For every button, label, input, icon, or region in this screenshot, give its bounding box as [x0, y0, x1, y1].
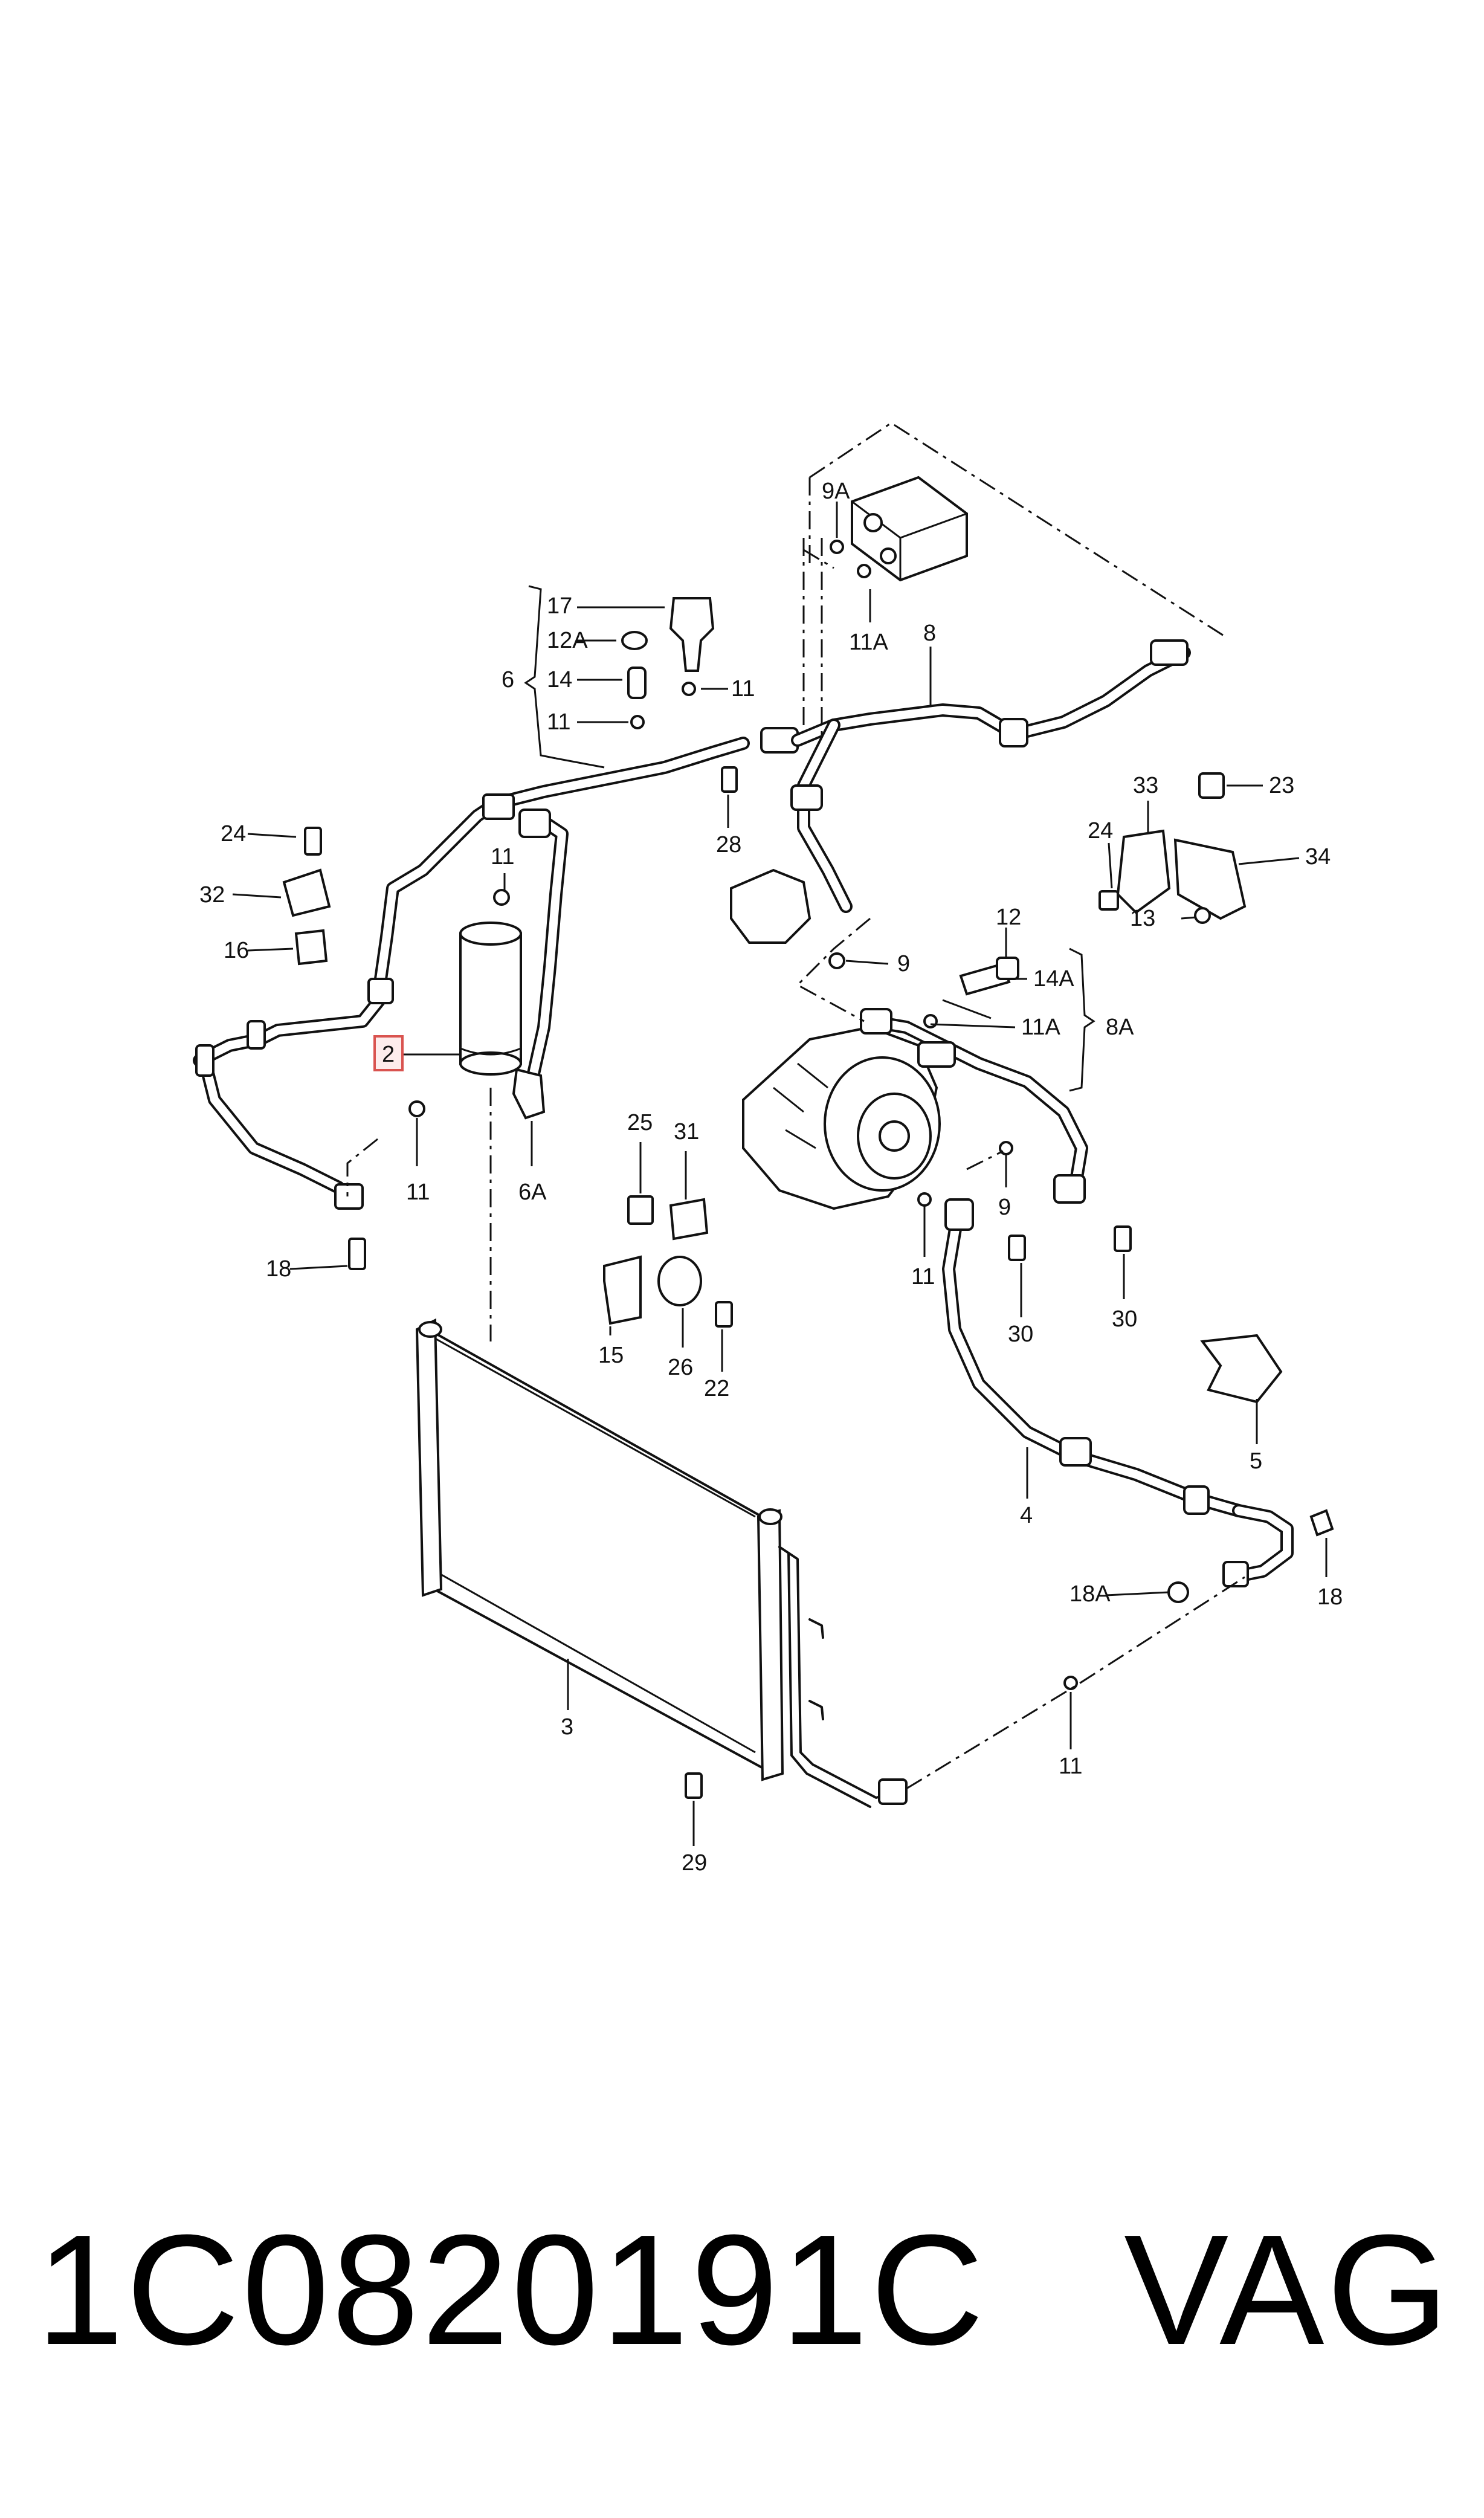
- callout-11a-right: 11A: [1021, 1015, 1060, 1040]
- callout-8: 8: [923, 621, 936, 646]
- callout-28: 28: [716, 832, 741, 857]
- small-parts: [282, 597, 1283, 1799]
- callout-22: 22: [704, 1376, 729, 1401]
- ac-system-diagram: 17 12A 14 6 11 11 24 32 16 11 2 11 6A 18…: [193, 422, 1343, 1876]
- callout-11-sensor: 11: [731, 676, 755, 702]
- footer: 1C0820191C VAG: [0, 2200, 1484, 2381]
- callout-11-compressor: 11: [911, 1264, 935, 1290]
- leader-lines: [232, 502, 1328, 1846]
- callout-15: 15: [598, 1343, 624, 1368]
- callout-25: 25: [627, 1110, 653, 1135]
- callout-33: 33: [1133, 773, 1158, 798]
- callout-26: 26: [668, 1355, 693, 1380]
- dash-lines: [346, 422, 1245, 1790]
- callout-labels: 17 12A 14 6 11 11 24 32 16 11 2 11 6A 18…: [199, 479, 1343, 1876]
- callout-18a: 18A: [1069, 1581, 1111, 1607]
- callout-6: 6: [502, 667, 514, 692]
- callout-30-left: 30: [1008, 1322, 1033, 1347]
- callout-6a: 6A: [518, 1180, 547, 1205]
- callout-11-bottom: 11: [1059, 1754, 1082, 1779]
- callout-14: 14: [547, 667, 572, 692]
- callout-4: 4: [1020, 1503, 1033, 1528]
- callout-2: 2: [382, 1042, 395, 1067]
- hose-8: [730, 639, 1191, 944]
- callout-18-right: 18: [1317, 1584, 1343, 1610]
- part-number: 1C0820191C: [36, 2203, 987, 2378]
- callout-9a: 9A: [822, 479, 850, 504]
- hose-assembly-left: [193, 727, 799, 1210]
- callout-13: 13: [1130, 906, 1155, 931]
- compressor: [742, 1025, 941, 1210]
- hose-8a: [860, 957, 1088, 1204]
- callout-24-right: 24: [1088, 818, 1113, 844]
- receiver-drier: [459, 922, 522, 1076]
- callout-9: 9: [897, 951, 910, 977]
- callout-8a: 8A: [1106, 1015, 1134, 1040]
- callout-23: 23: [1269, 773, 1294, 798]
- callout-5: 5: [1250, 1448, 1262, 1474]
- valve-block: [830, 476, 968, 582]
- callout-12a: 12A: [547, 628, 588, 653]
- callout-11-drier: 11: [491, 844, 514, 870]
- brand-name: VAG: [1124, 2203, 1451, 2378]
- callout-24-left: 24: [221, 821, 246, 847]
- callout-2-highlight: [373, 1035, 404, 1071]
- callout-12: 12: [996, 905, 1021, 930]
- callout-3: 3: [561, 1714, 573, 1740]
- callout-14a: 14A: [1033, 966, 1074, 992]
- callout-11-top: 11: [547, 709, 570, 735]
- callout-34: 34: [1305, 844, 1331, 870]
- hose-4: [942, 1198, 1334, 1587]
- callout-11-left: 11: [406, 1180, 430, 1205]
- callout-17: 17: [547, 593, 572, 619]
- callout-29: 29: [682, 1850, 707, 1876]
- condenser: [415, 1318, 908, 1808]
- callout-11a-top: 11A: [849, 630, 888, 655]
- callout-18-left: 18: [266, 1256, 291, 1282]
- callout-16: 16: [224, 938, 249, 963]
- callout-32: 32: [199, 882, 225, 908]
- callout-31: 31: [674, 1119, 699, 1144]
- callout-30-right: 30: [1112, 1306, 1137, 1332]
- callout-9-lower: 9: [998, 1195, 1011, 1220]
